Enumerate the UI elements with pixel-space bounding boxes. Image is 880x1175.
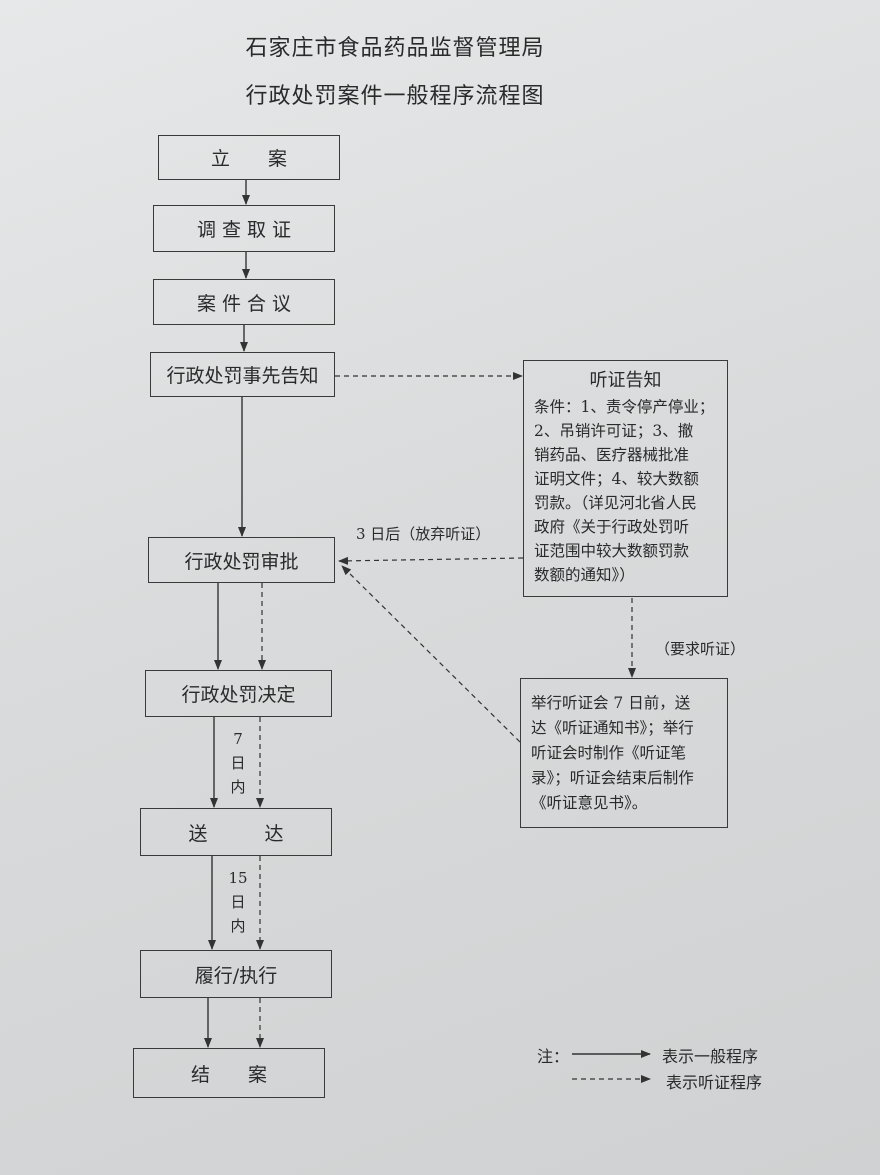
hearing-notice-line: 销药品、医疗器械批准 bbox=[534, 446, 690, 464]
label-char: 7 bbox=[233, 730, 243, 748]
hearing-notice-line: 条件：1、责令停产停业； bbox=[534, 398, 715, 416]
label-within-7-days: 7 日 内 bbox=[228, 727, 248, 799]
label-request-hearing: （要求听证） bbox=[655, 640, 746, 658]
node-filing: 立 案 bbox=[158, 135, 340, 180]
hearing-notice-line: 2、吊销许可证；3、撤 bbox=[534, 422, 694, 440]
label-char: 日 bbox=[230, 893, 246, 911]
hearing-notice-title: 听证告知 bbox=[589, 370, 662, 391]
node-prior-notice: 行政处罚事先告知 bbox=[150, 352, 335, 397]
hearing-notice-line: 证范围中较大数额罚款 bbox=[534, 542, 690, 560]
node-execution: 履行/执行 bbox=[140, 950, 332, 998]
node-investigation: 调 查 取 证 bbox=[153, 205, 335, 252]
document-title-line2: 行政处罚案件一般程序流程图 bbox=[245, 84, 545, 109]
hearing-notice-line: 数额的通知》） bbox=[534, 566, 635, 584]
hearing-process-line: 录》；听证会结束后制作 bbox=[531, 769, 694, 787]
label-within-15-days: 15 日 内 bbox=[228, 866, 248, 938]
dashed-hearing-approval bbox=[338, 556, 524, 565]
hearing-process-line: 听证会时制作《听证笔 bbox=[531, 744, 687, 762]
node-approval: 行政处罚审批 bbox=[148, 537, 335, 583]
hearing-notice-line: 罚款。（详见河北省人民 bbox=[534, 494, 697, 512]
legend-note: 注： bbox=[537, 1047, 570, 1066]
dashed-hearingprocess-approval bbox=[341, 565, 521, 743]
label-char: 内 bbox=[230, 778, 246, 796]
node-closing: 结 案 bbox=[133, 1048, 325, 1098]
hearing-notice-box: 听证告知 条件：1、责令停产停业； 2、吊销许可证；3、撤 销药品、医疗器械批准… bbox=[523, 360, 728, 597]
document-title-line1: 石家庄市食品药品监督管理局 bbox=[245, 36, 545, 61]
node-delivery: 送 达 bbox=[140, 808, 332, 856]
node-case-discussion: 案 件 合 议 bbox=[153, 279, 335, 325]
label-char: 日 bbox=[230, 754, 246, 772]
label-waive-hearing: 3 日后（放弃听证） bbox=[356, 525, 491, 543]
legend-dashed-text: 表示听证程序 bbox=[666, 1073, 763, 1092]
label-char: 15 bbox=[228, 869, 248, 887]
hearing-process-line: 举行听证会 7 日前，送 bbox=[531, 694, 691, 712]
legend-solid-text: 表示一般程序 bbox=[662, 1047, 759, 1066]
label-char: 内 bbox=[230, 917, 246, 935]
node-decision: 行政处罚决定 bbox=[145, 670, 332, 717]
hearing-process-line: 《听证意见书》。 bbox=[531, 794, 648, 812]
hearing-process-line: 达《听证通知书》；举行 bbox=[531, 719, 694, 737]
hearing-process-box: 举行听证会 7 日前，送 达《听证通知书》；举行 听证会时制作《听证笔 录》；听… bbox=[520, 678, 728, 828]
hearing-notice-line: 政府《关于行政处罚听 bbox=[534, 518, 690, 536]
hearing-notice-line: 证明文件；4、较大数额 bbox=[534, 470, 699, 488]
